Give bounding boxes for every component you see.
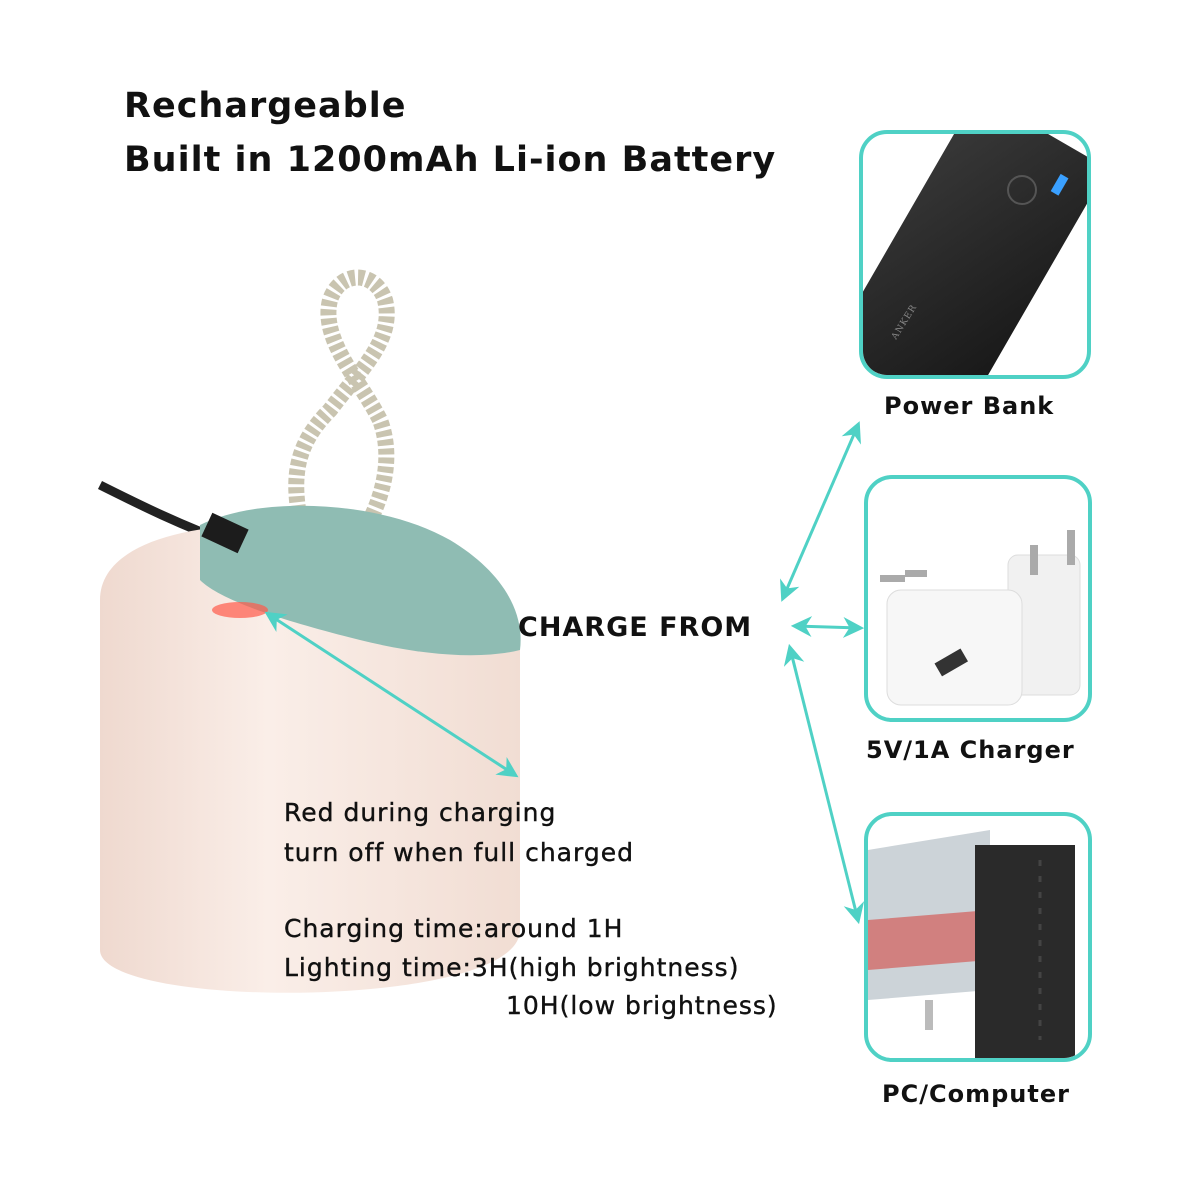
power-button-icon bbox=[1007, 175, 1037, 205]
charger-caption: 5V/1A Charger bbox=[866, 736, 1075, 764]
charge-from-label: CHARGE FROM bbox=[518, 612, 753, 643]
rope-loop bbox=[288, 269, 395, 524]
power-bank-box: ANKER bbox=[859, 130, 1091, 379]
arrow-to-pc bbox=[783, 643, 865, 925]
power-bank-caption: Power Bank bbox=[884, 392, 1055, 420]
lighting-time-low: 10H(low brightness) bbox=[506, 991, 778, 1020]
lighting-time-high: Lighting time:3H(high brightness) bbox=[284, 953, 740, 982]
indicator-text-1: Red during charging bbox=[284, 798, 557, 827]
title-line-2: Built in 1200mAh Li-ion Battery bbox=[124, 140, 777, 180]
pc-caption: PC/Computer bbox=[882, 1080, 1070, 1108]
arrow-to-power-bank bbox=[780, 421, 861, 602]
arrow-to-indicator bbox=[264, 611, 519, 778]
usb-plug bbox=[201, 512, 249, 554]
indicator-light bbox=[212, 602, 268, 618]
charging-time: Charging time:around 1H bbox=[284, 914, 624, 943]
charger-box bbox=[864, 475, 1092, 722]
usb-port-icon bbox=[1050, 173, 1069, 196]
arrows bbox=[264, 421, 865, 925]
title-line-1: Rechargeable bbox=[124, 86, 407, 126]
lamp-image bbox=[97, 269, 521, 993]
pc-box bbox=[864, 812, 1092, 1062]
arrow-to-charger bbox=[790, 616, 865, 638]
indicator-text-2: turn off when full charged bbox=[284, 838, 634, 867]
